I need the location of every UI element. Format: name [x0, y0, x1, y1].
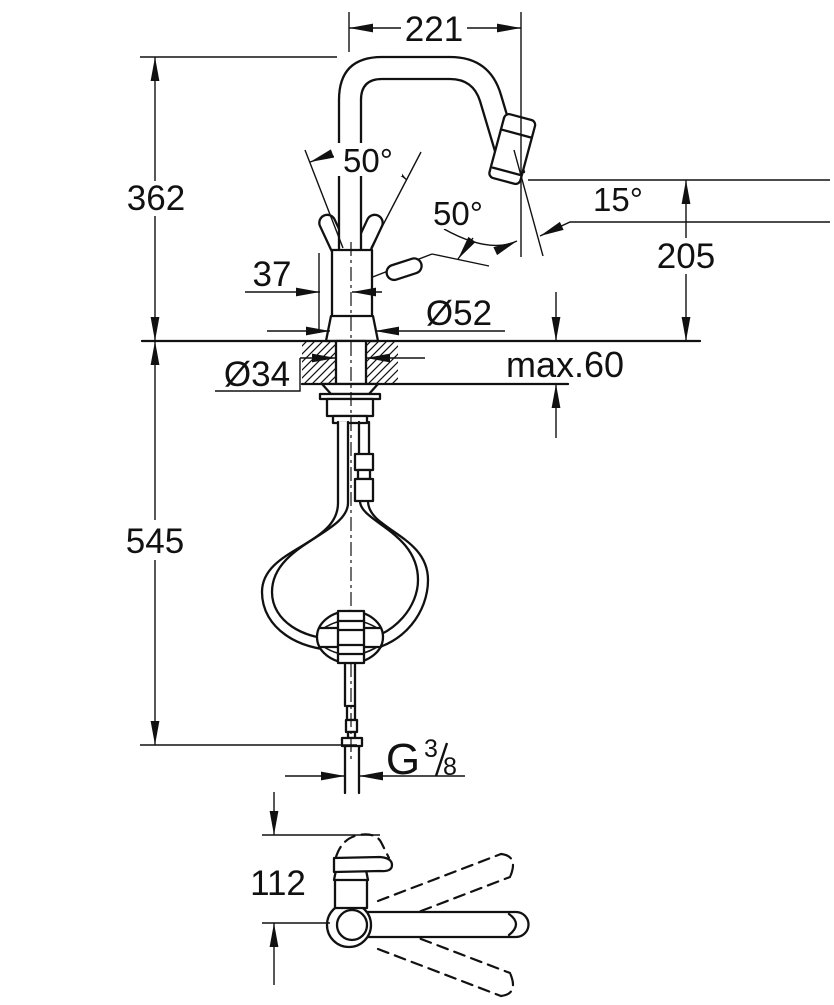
counterweight: [315, 609, 385, 665]
plan-view: [262, 792, 530, 998]
hose-loop: [260, 420, 430, 652]
dim-112: 112: [250, 864, 306, 903]
countertop-section: [140, 339, 702, 386]
spout-plan: [364, 910, 530, 939]
lever-axis-line-2: [431, 253, 490, 267]
dim-545: 545: [126, 522, 184, 561]
dim-15: 15°: [593, 181, 643, 218]
body-plan: [333, 876, 369, 910]
dimension-labels: 221 362 545 205 50° 50° 15° 37 Ø52 Ø34 m…: [117, 10, 725, 903]
dim-221: 221: [405, 10, 463, 49]
dim-34: Ø34: [224, 355, 290, 394]
dim-thread-g38: G 3 8: [386, 735, 457, 784]
faucet-base: [324, 314, 380, 343]
dim-max60: max.60: [506, 344, 624, 385]
dim-52: Ø52: [426, 294, 492, 333]
thread-denominator: 8: [443, 753, 457, 781]
handle-lever-front: [385, 257, 423, 282]
counterweight-clamp: [336, 609, 366, 665]
dim-50-handle: 50°: [343, 142, 393, 179]
thread-letter: G: [386, 735, 420, 784]
dimension-lines: [140, 12, 830, 781]
lever-plan: [332, 855, 394, 874]
spout-outline: [337, 55, 526, 254]
connector-nut: [340, 736, 364, 748]
thread-numerator: 3: [424, 735, 438, 763]
faucet-body: [330, 248, 374, 322]
supply-hose-end: [340, 661, 364, 795]
lever-raised-hidden: [334, 833, 391, 860]
spout-swivel-range: [376, 852, 515, 998]
dim-205: 205: [657, 237, 715, 276]
dim-50-lever: 50°: [433, 195, 483, 232]
fraction-slash: [434, 742, 449, 777]
dim-362: 362: [127, 179, 185, 218]
dim-37: 37: [253, 255, 292, 294]
hose-coupling: [353, 452, 375, 472]
